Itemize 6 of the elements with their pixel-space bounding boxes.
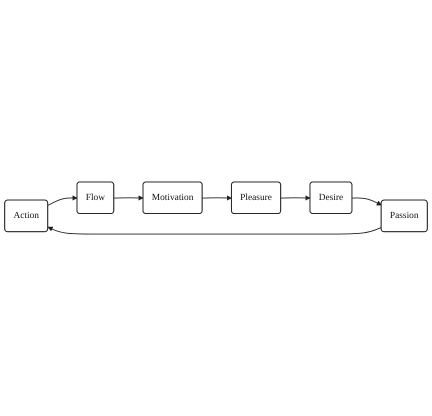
arrow	[352, 198, 382, 206]
arrow	[48, 226, 382, 234]
arrow	[48, 195, 78, 206]
arrow	[202, 195, 232, 201]
arrow	[280, 195, 310, 201]
arrow	[114, 195, 144, 201]
